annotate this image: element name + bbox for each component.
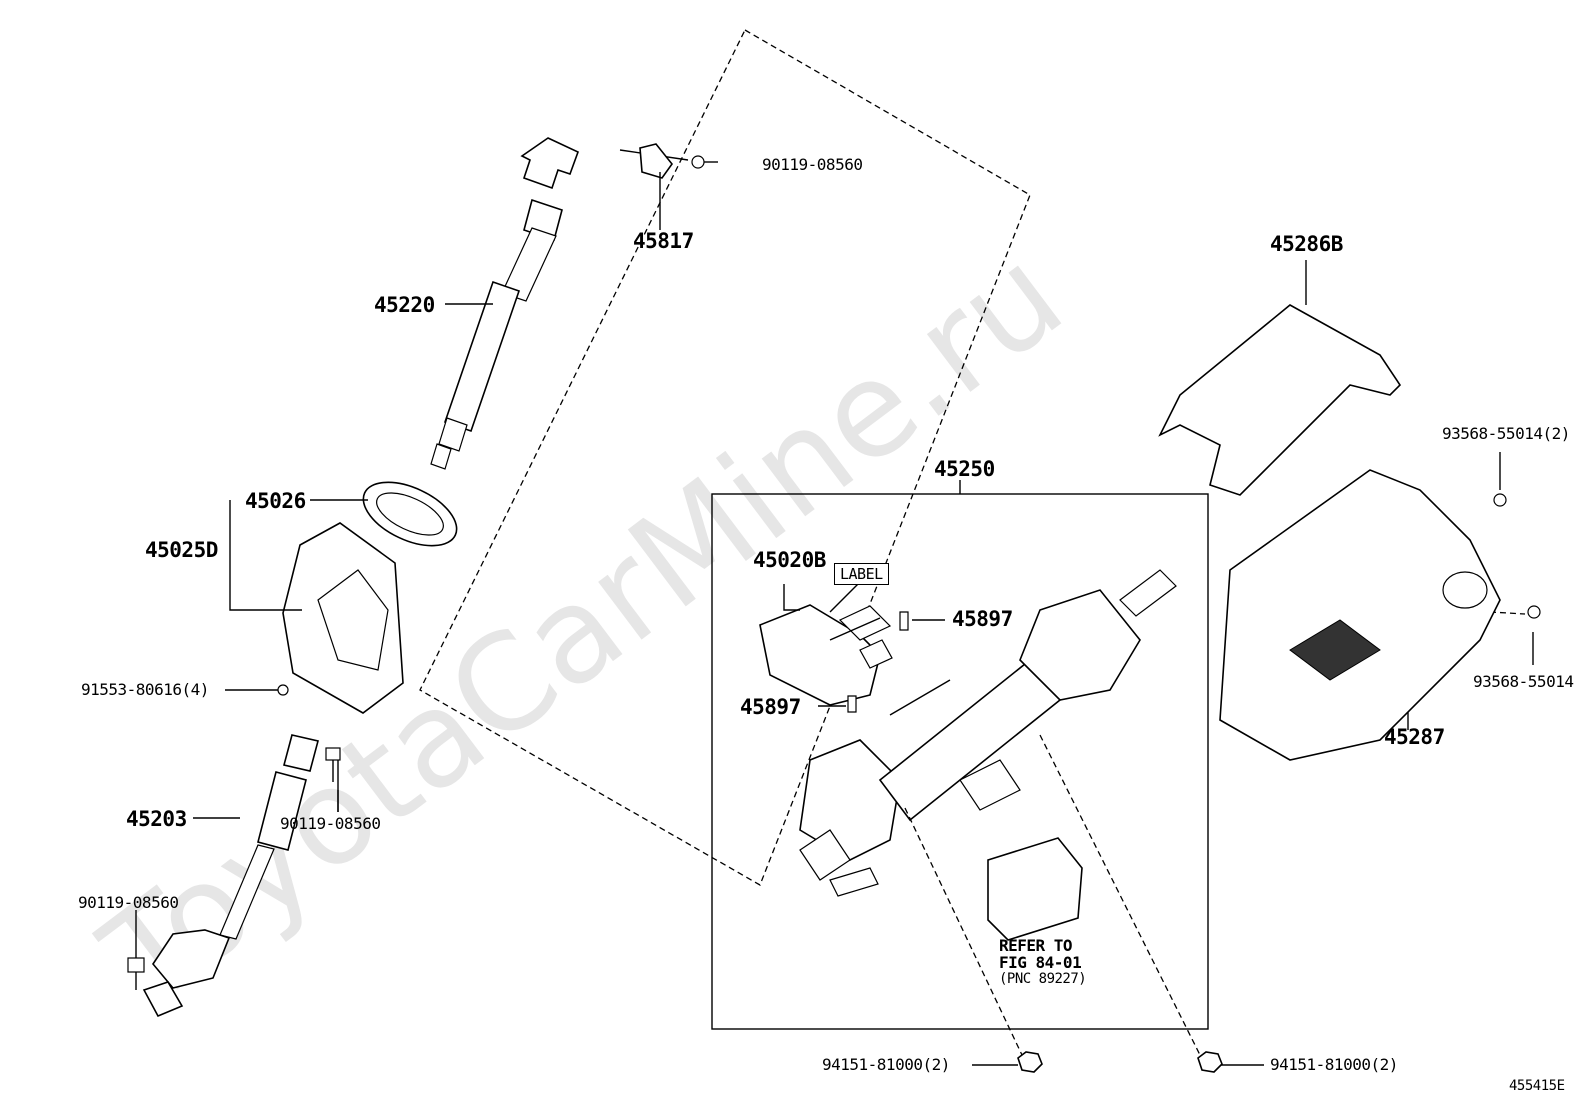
label-callout-box: LABEL [834, 563, 889, 585]
reference-note-line1: REFER TO [999, 936, 1073, 955]
bracket-45817-drawing [639, 143, 674, 179]
part-label-45025D[interactable]: 45025D [145, 538, 218, 562]
column-cover-lower-drawing [282, 522, 404, 714]
part-label-45897-b[interactable]: 45897 [740, 695, 801, 719]
steering-lock-drawing [759, 604, 893, 706]
steering-column-drawing [799, 569, 1177, 897]
screws-45897-drawing [818, 611, 945, 713]
part-label-45026[interactable]: 45026 [245, 489, 306, 513]
part-label-45287[interactable]: 45287 [1384, 725, 1445, 749]
part-label-45220[interactable]: 45220 [374, 293, 435, 317]
switch-89227-drawing [987, 837, 1083, 941]
part-label-94151-a[interactable]: 94151-81000(2) [822, 1055, 950, 1074]
reference-note-line3: (PNC 89227) [999, 971, 1087, 987]
part-label-90119-mid[interactable]: 90119-08560 [280, 814, 381, 833]
part-label-93568-b[interactable]: 93568-55014 [1473, 672, 1574, 691]
part-label-91553[interactable]: 91553-80616(4) [81, 680, 209, 699]
reference-note-line2: FIG 84-01 [999, 953, 1082, 972]
lower-shaft-drawing [142, 734, 319, 1018]
part-label-45817[interactable]: 45817 [633, 229, 694, 253]
phantom-outline [419, 29, 1031, 886]
reference-note[interactable]: REFER TO FIG 84-01 (PNC 89227) [999, 936, 1087, 988]
assembly-label-45250[interactable]: 45250 [934, 457, 995, 481]
part-label-93568-a[interactable]: 93568-55014(2) [1442, 424, 1570, 443]
part-label-94151-b[interactable]: 94151-81000(2) [1270, 1055, 1398, 1074]
part-label-45020B[interactable]: 45020B [753, 548, 826, 572]
part-label-45203[interactable]: 45203 [126, 807, 187, 831]
figure-id: 455415E [1509, 1078, 1565, 1094]
bolts-drawing [127, 684, 341, 990]
dust-seal-drawing [362, 481, 458, 547]
part-label-90119-low[interactable]: 90119-08560 [78, 893, 179, 912]
nuts-drawing [1017, 1051, 1223, 1073]
part-label-45286B[interactable]: 45286B [1270, 232, 1343, 256]
intermediate-shaft-drawing [430, 137, 689, 470]
part-label-90119-top[interactable]: 90119-08560 [762, 155, 863, 174]
lower-cover-drawing [1219, 469, 1541, 761]
leader-lines [135, 260, 1534, 1066]
upper-cover-drawing [1158, 304, 1402, 496]
part-label-45897-a[interactable]: 45897 [952, 607, 1013, 631]
